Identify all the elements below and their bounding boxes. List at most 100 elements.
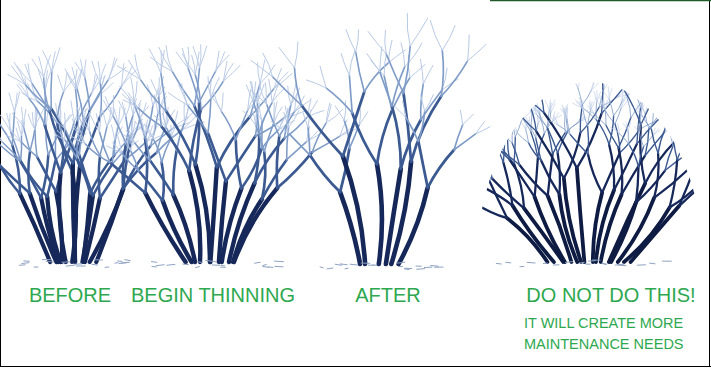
branch: [145, 135, 150, 160]
branch: [701, 136, 706, 145]
branch: [679, 99, 686, 108]
branch: [399, 188, 428, 264]
branch: [554, 116, 558, 126]
branch: [668, 121, 669, 131]
branch: [459, 162, 472, 167]
branch: [58, 75, 64, 92]
branch: [623, 124, 628, 132]
branch: [528, 100, 537, 131]
branch: [681, 125, 685, 134]
branch: [188, 105, 209, 133]
branch: [474, 148, 477, 162]
branch: [602, 55, 606, 76]
branch: [255, 138, 285, 183]
branch: [520, 165, 548, 196]
branch: [99, 156, 100, 199]
branch: [673, 108, 679, 127]
ground-mark: [95, 259, 103, 260]
branch: [120, 86, 134, 103]
branch: [679, 115, 685, 124]
branch: [454, 178, 478, 185]
branch: [277, 136, 280, 188]
branch: [380, 47, 382, 72]
branch: [510, 111, 512, 120]
branch: [641, 104, 643, 116]
branch: [103, 110, 107, 127]
ground-mark: [62, 261, 70, 263]
branch: [609, 99, 613, 116]
branch: [35, 130, 37, 157]
branch: [441, 50, 443, 96]
branch: [614, 101, 623, 116]
frame-line: [709, 0, 710, 367]
branch: [267, 104, 280, 136]
branch: [161, 126, 189, 171]
branch: [614, 144, 637, 190]
branch: [25, 64, 32, 83]
branch: [679, 116, 688, 123]
branch: [687, 129, 692, 142]
branch: [502, 119, 508, 134]
branch: [669, 105, 674, 114]
branch: [567, 109, 569, 119]
branch: [486, 64, 494, 76]
branch: [601, 76, 602, 114]
branch: [642, 93, 650, 102]
ground-mark: [19, 264, 25, 266]
branch: [606, 43, 608, 55]
branch: [533, 67, 537, 78]
branch: [695, 145, 709, 166]
branch: [442, 79, 459, 91]
branch: [602, 101, 606, 110]
branch: [657, 67, 674, 89]
branch: [512, 108, 521, 116]
branch: [166, 46, 172, 72]
branch: [428, 183, 435, 190]
branch: [485, 126, 491, 142]
branch: [135, 55, 141, 80]
branch: [18, 122, 22, 136]
branch: [217, 117, 250, 168]
branch: [585, 40, 591, 54]
branch: [223, 64, 233, 82]
branch: [545, 100, 549, 110]
branch: [510, 113, 511, 122]
branch: [352, 113, 377, 164]
branch: [443, 168, 454, 178]
branch: [403, 101, 407, 118]
branch: [566, 108, 568, 117]
branch: [479, 132, 491, 142]
ground-mark: [405, 269, 409, 271]
branch: [652, 52, 655, 65]
branch: [515, 106, 521, 116]
branch: [464, 143, 465, 153]
branch: [470, 129, 479, 132]
branch: [496, 90, 501, 99]
branch: [468, 35, 470, 61]
branch: [92, 61, 100, 83]
branch: [418, 141, 427, 187]
branch: [533, 68, 539, 79]
branch: [14, 62, 25, 84]
branch: [485, 135, 487, 153]
branch: [468, 45, 486, 61]
branch: [574, 79, 578, 88]
branch: [184, 103, 185, 123]
shrub-figure: [251, 14, 490, 265]
branch: [130, 119, 140, 144]
branch: [664, 123, 679, 132]
branch: [452, 155, 459, 162]
branch: [208, 77, 211, 99]
branch: [377, 164, 382, 264]
branch: [105, 97, 113, 116]
ground-mark: [553, 264, 559, 265]
branch: [609, 116, 614, 145]
branch: [692, 127, 697, 141]
ground-mark: [198, 261, 203, 263]
branch: [436, 190, 452, 194]
branch: [596, 120, 609, 145]
branch: [483, 136, 485, 145]
branch: [535, 157, 538, 197]
branch: [526, 130, 529, 143]
branch: [677, 132, 689, 160]
